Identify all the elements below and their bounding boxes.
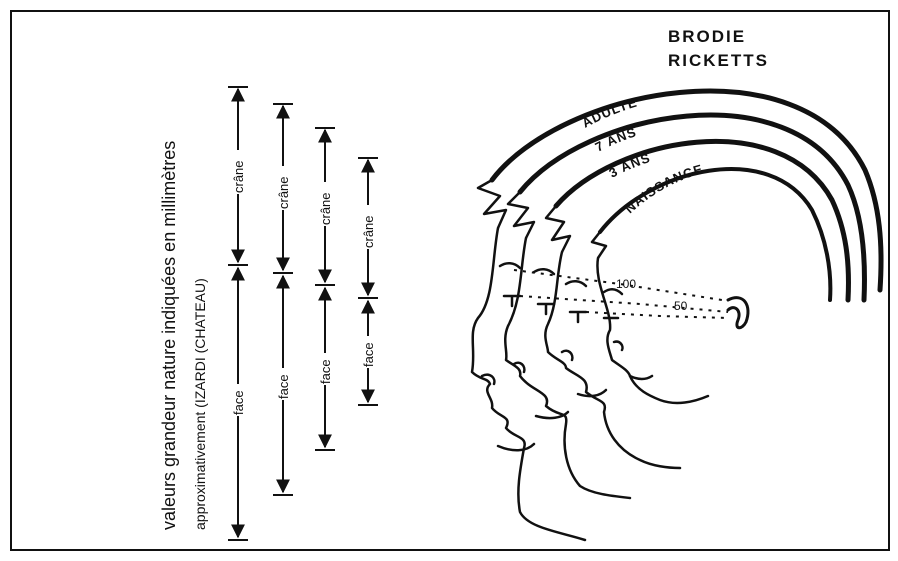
arc-3-ans (553, 138, 851, 303)
arc-label-3-ans: 3 ANS (606, 150, 652, 181)
crane-label-2: crâne (276, 176, 291, 209)
scale-bar-2 (273, 103, 293, 496)
dashed-lines (513, 269, 729, 319)
face-label-1: face (231, 390, 246, 415)
profile-3-ans (544, 250, 682, 470)
border (10, 10, 890, 551)
arc-label-3-ans-text: 3 ANS (606, 150, 651, 181)
profile-naissance (596, 256, 710, 405)
scale-bar-3 (315, 127, 335, 451)
crane-label-1: crâne (231, 160, 246, 193)
arc-adulte (489, 88, 884, 293)
side-caption: valeurs grandeur nature indiquées en mil… (159, 141, 208, 530)
profile-7-ans (504, 236, 632, 500)
distance-label-50: 50 (674, 299, 688, 313)
face-label-2: face (276, 374, 291, 399)
face-profiles (470, 226, 710, 542)
face-label-4: face (361, 342, 376, 367)
ear (726, 296, 750, 330)
title-line1: BRODIE (668, 27, 746, 46)
skull-arcs (489, 88, 884, 303)
arc-naissance (598, 167, 833, 302)
arc-7-ans (517, 112, 867, 303)
scale-bar-labels: crâne face crâne face crâne face crâne f… (230, 150, 376, 416)
crane-label-3: crâne (318, 192, 333, 225)
title-line2: RICKETTS (668, 51, 769, 70)
face-label-3: face (318, 359, 333, 384)
side-caption-line1: valeurs grandeur nature indiquées en mil… (159, 141, 179, 530)
profile-adulte (470, 226, 587, 542)
facial-features (480, 262, 654, 452)
hair-tufts (476, 178, 608, 259)
scale-bars (228, 86, 378, 541)
side-caption-line2: approximativement (IZARDI (CHATEAU) (192, 278, 208, 530)
distance-label-100: 100 (616, 277, 636, 291)
crane-label-4: crâne (361, 215, 376, 248)
